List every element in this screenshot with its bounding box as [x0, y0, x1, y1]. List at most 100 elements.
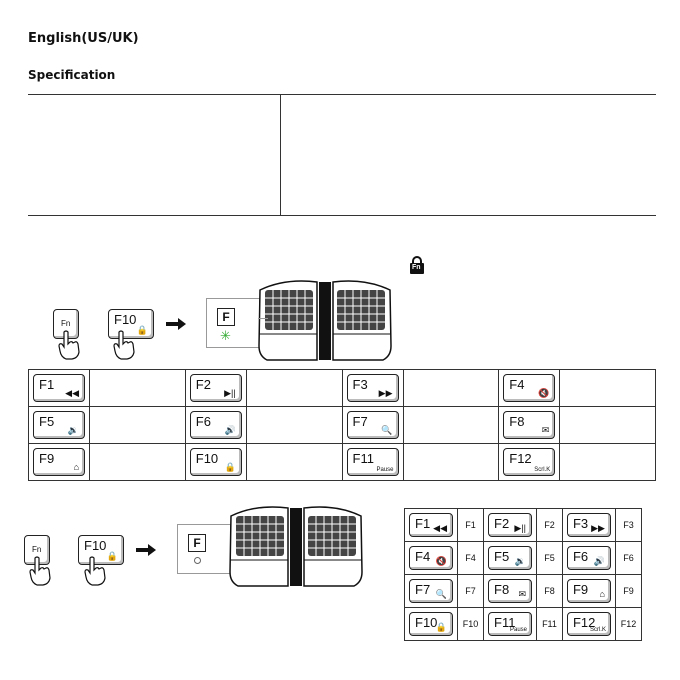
- function-label: F3: [614, 508, 643, 542]
- function-label: F5: [536, 541, 563, 575]
- arrow-right-icon: [166, 318, 186, 330]
- volume-up-icon: 🔊: [224, 425, 236, 435]
- mute-icon: 🔇: [538, 388, 550, 398]
- key-label: F1: [415, 516, 431, 531]
- key-f7: F7🔍: [346, 411, 399, 439]
- spec-table-top-border: [28, 94, 656, 95]
- pause-text: Pause: [510, 627, 528, 633]
- key-f6: F6🔊: [566, 546, 611, 570]
- key-label: F5: [494, 549, 510, 564]
- function-label: F1: [456, 508, 485, 542]
- key-f8: F8✉: [503, 411, 556, 439]
- description-cell: [402, 406, 500, 444]
- table-row: F5🔉 F6🔊 F7🔍 F8✉: [28, 406, 656, 444]
- function-label: F4: [456, 541, 485, 575]
- key-f1: F1◀◀: [409, 513, 453, 537]
- fn-lock-icon: 🔒: [106, 551, 118, 561]
- home-icon: ⌂: [73, 462, 79, 472]
- section-heading: Specification: [28, 68, 116, 82]
- function-label: F11: [536, 607, 563, 641]
- fn-lock-badge: Fn: [410, 256, 424, 274]
- home-icon: ⌂: [599, 589, 605, 599]
- pressing-hand-icon: [113, 330, 135, 360]
- key-label: F11: [352, 451, 374, 466]
- indicator-zoom: F ✳: [206, 298, 260, 348]
- next-track-icon: ▶▶: [591, 523, 605, 533]
- f10-key: F10 🔒: [108, 309, 154, 339]
- key-label: F2: [195, 377, 211, 392]
- volume-up-icon: 🔊: [593, 556, 605, 566]
- description-cell: [245, 443, 343, 481]
- description-cell: [89, 369, 186, 407]
- play-pause-icon: ▶||: [514, 523, 527, 533]
- description-cell: [245, 369, 343, 407]
- function-label: F6: [614, 541, 643, 575]
- key-f3: F3▶▶: [566, 513, 611, 537]
- scroll-lock-text: Scrl.K: [534, 467, 551, 473]
- key-label: F7: [415, 582, 431, 597]
- key-f8: F8 ✉: [488, 579, 533, 603]
- key-label: F3: [572, 516, 589, 531]
- key-label: F12: [509, 451, 532, 466]
- key-f4: F4🔇: [409, 546, 453, 570]
- key-f2: F2 ▶||: [488, 513, 533, 537]
- spec-table-bottom-border: [28, 215, 656, 216]
- key-label: F1: [39, 377, 55, 392]
- next-track-icon: ▶▶: [378, 388, 393, 398]
- previous-track-icon: ◀◀: [65, 388, 79, 398]
- indicator-key: F: [188, 534, 206, 552]
- fn-lock-icon: 🔒: [224, 462, 236, 472]
- search-icon: 🔍: [435, 589, 447, 599]
- key-f4: F4 🔇: [503, 374, 556, 402]
- fn-lock-badge-text: Fn: [412, 264, 421, 271]
- function-label: F2: [536, 508, 563, 542]
- function-label: F10: [456, 607, 485, 641]
- key-f5: F5 🔉: [488, 546, 533, 570]
- key-label: F10: [415, 615, 438, 630]
- key-f10: F10🔒: [409, 612, 453, 636]
- indicator-zoom: F: [177, 524, 231, 574]
- fn-lock-icon: 🔒: [435, 622, 447, 632]
- description-cell: [559, 369, 656, 407]
- indicator-key: F: [217, 308, 235, 326]
- key-f5: F5🔉: [33, 411, 85, 439]
- key-label: F8: [494, 582, 510, 597]
- fn-lock-icon: 🔒: [136, 325, 148, 335]
- description-cell: [402, 369, 500, 407]
- table-row: F1 ◀◀ F2▶|| F3▶▶ F4 🔇: [28, 369, 656, 407]
- scroll-lock-text: Scrl.K: [589, 627, 606, 633]
- split-keyboard-illustration: [229, 506, 363, 587]
- key-f3: F3▶▶: [346, 374, 399, 402]
- function-label: F8: [536, 574, 563, 608]
- function-label: F7: [456, 574, 485, 608]
- key-f1: F1 ◀◀: [33, 374, 85, 402]
- f10-key-label: F10: [114, 312, 137, 327]
- f10-key: F10 🔒: [78, 535, 124, 565]
- f10-key-label: F10: [84, 538, 107, 553]
- key-label: F12: [572, 615, 596, 630]
- key-f10: F10 🔒: [189, 448, 242, 476]
- split-keyboard-illustration: [258, 280, 392, 361]
- key-label: F4: [509, 377, 525, 392]
- mail-icon: ✉: [541, 425, 550, 435]
- volume-down-icon: 🔉: [67, 425, 79, 435]
- volume-down-icon: 🔉: [514, 556, 527, 566]
- description-cell: [89, 443, 186, 481]
- key-f2: F2▶||: [189, 374, 242, 402]
- key-f6: F6🔊: [189, 411, 242, 439]
- key-label: F2: [494, 516, 510, 531]
- description-cell: [245, 406, 343, 444]
- page-title: English(US/UK): [28, 31, 139, 46]
- pressing-hand-icon: [84, 556, 106, 586]
- key-label: F9: [39, 451, 55, 466]
- arrow-right-icon: [136, 544, 156, 556]
- key-label: F4: [415, 549, 431, 564]
- mail-icon: ✉: [518, 589, 527, 599]
- fn-key-label: Fn: [32, 545, 42, 554]
- key-label: F10: [195, 451, 219, 466]
